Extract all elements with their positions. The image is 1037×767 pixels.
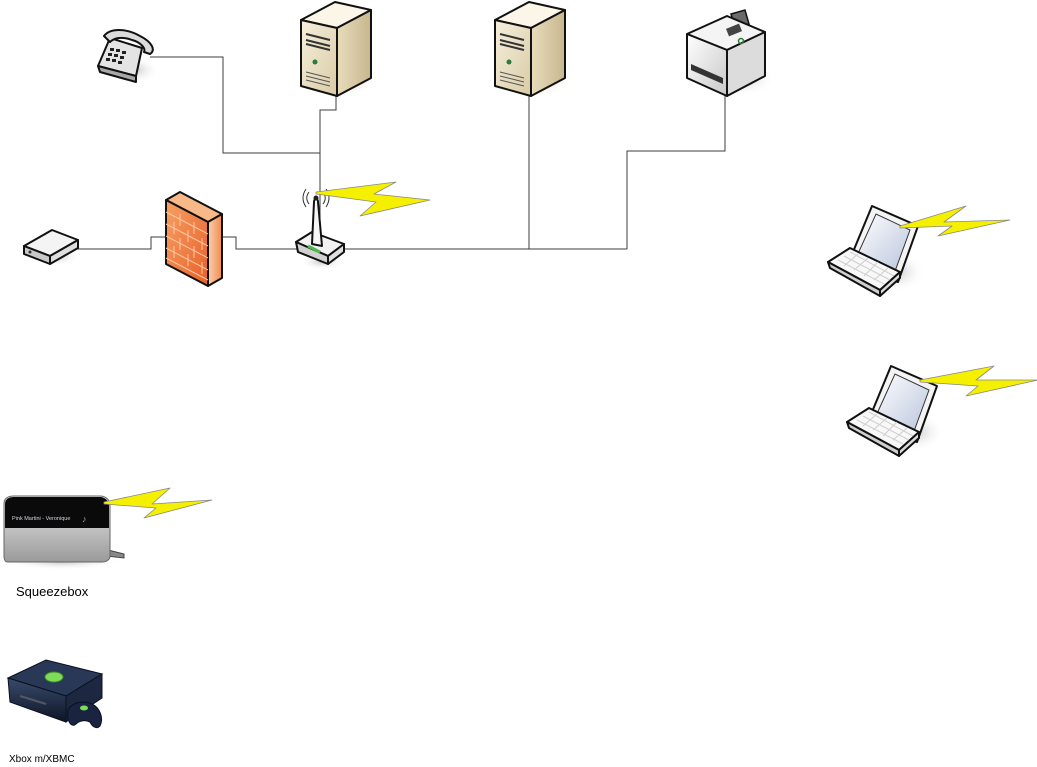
server-icon[interactable] — [494, 1, 571, 97]
modem-icon[interactable] — [23, 229, 80, 266]
telephone-icon[interactable] — [97, 29, 160, 84]
xbox-label: Xbox m/XBMC — [9, 754, 75, 765]
wireless-signal-squeezebox — [103, 487, 213, 519]
lightning-bolt-icon — [899, 205, 1011, 237]
squeezebox-icon[interactable]: Pink Martini - Veronique ♪ — [2, 495, 125, 570]
wireless-signal-laptop2 — [919, 365, 1037, 397]
laptop-icon[interactable] — [827, 205, 926, 297]
laptop-icon[interactable] — [846, 365, 945, 457]
squeezebox-label: Squeezebox — [16, 584, 89, 599]
wire-modem-firewall — [52, 236, 165, 250]
squeezebox-screen-glyph: ♪ — [82, 514, 87, 524]
squeezebox-screen-text: Pink Martini - Veronique — [12, 516, 70, 522]
lightning-bolt-icon — [315, 181, 431, 217]
server-icon[interactable] — [300, 1, 377, 97]
lightning-bolt-icon — [919, 365, 1037, 397]
wireless-signal-router — [315, 181, 431, 217]
wire-phone-router — [150, 56, 321, 222]
wire-printer — [626, 55, 726, 249]
wireless-router-icon[interactable] — [295, 188, 345, 270]
firewall-icon[interactable] — [165, 191, 223, 287]
wireless-signal-laptop1 — [899, 205, 1011, 237]
printer-icon[interactable] — [686, 9, 775, 97]
xbox-icon[interactable] — [6, 659, 104, 729]
lightning-bolt-icon — [103, 487, 213, 519]
